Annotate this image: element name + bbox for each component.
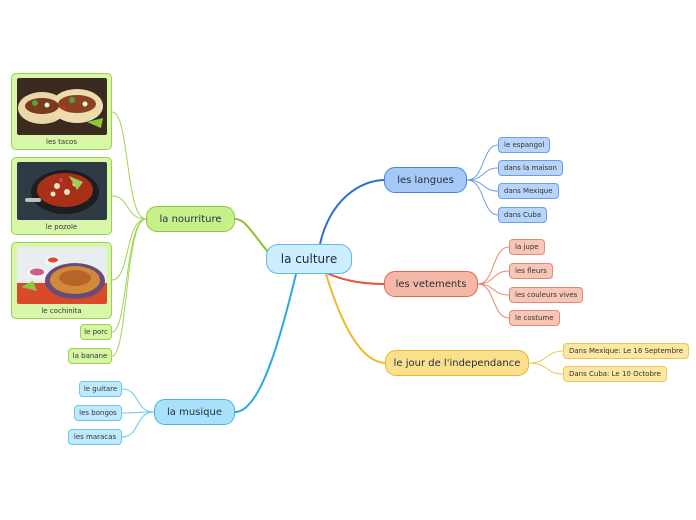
image-caption-cochinita: le cochinita	[41, 307, 82, 315]
subtopic-independance-2[interactable]: Dans Cuba: Le 10 Octobre	[563, 366, 667, 382]
topic-vetements[interactable]: les vetements	[384, 271, 478, 297]
topic-independance[interactable]: le jour de l'independance	[385, 350, 529, 376]
cochinita-photo	[17, 247, 107, 304]
subtopic-musique-3[interactable]: les maracas	[68, 429, 122, 445]
image-card-cochinita[interactable]: le cochinita	[11, 242, 112, 319]
subtopic-musique-2[interactable]: les bongos	[74, 405, 122, 421]
link-nourriture	[234, 218, 269, 253]
subtopic-independance-1[interactable]: Dans Mexique: Le 16 Septembre	[563, 343, 690, 359]
topic-nourriture[interactable]: la nourriture	[146, 206, 235, 232]
topic-musique[interactable]: la musique	[154, 399, 235, 425]
image-card-tacos[interactable]: les tacos	[11, 73, 112, 150]
subtopic-musique-1[interactable]: le guitare	[79, 381, 122, 397]
central-topic[interactable]: la culture	[266, 244, 352, 274]
link-langues	[319, 179, 386, 245]
subtopic-vetements-4[interactable]: le costume	[509, 310, 560, 326]
link-musique	[234, 273, 297, 413]
subtopic-vetements-1[interactable]: la jupe	[509, 239, 545, 255]
subtopic-vetements-3[interactable]: les couleurs vives	[509, 287, 584, 303]
image-caption-tacos: les tacos	[46, 138, 77, 146]
subtopic-langues-3[interactable]: dans Mexique	[498, 183, 559, 199]
subtopic-langues-2[interactable]: dans la maison	[498, 160, 563, 176]
subtopic-langues-4[interactable]: dans Cuba	[498, 207, 548, 223]
topic-langues[interactable]: les langues	[384, 167, 467, 193]
pozole-photo	[17, 162, 107, 220]
image-caption-pozole: le pozole	[45, 223, 78, 231]
subtopic-vetements-2[interactable]: les fleurs	[509, 263, 553, 279]
image-card-pozole[interactable]: le pozole	[11, 157, 112, 235]
link-independance	[325, 273, 387, 364]
tacos-photo	[17, 78, 107, 135]
subtopic-nourriture-porc[interactable]: le porc	[80, 324, 112, 340]
subtopic-langues-1[interactable]: le espangol	[498, 137, 551, 153]
subtopic-nourriture-banane[interactable]: la banane	[68, 348, 112, 364]
